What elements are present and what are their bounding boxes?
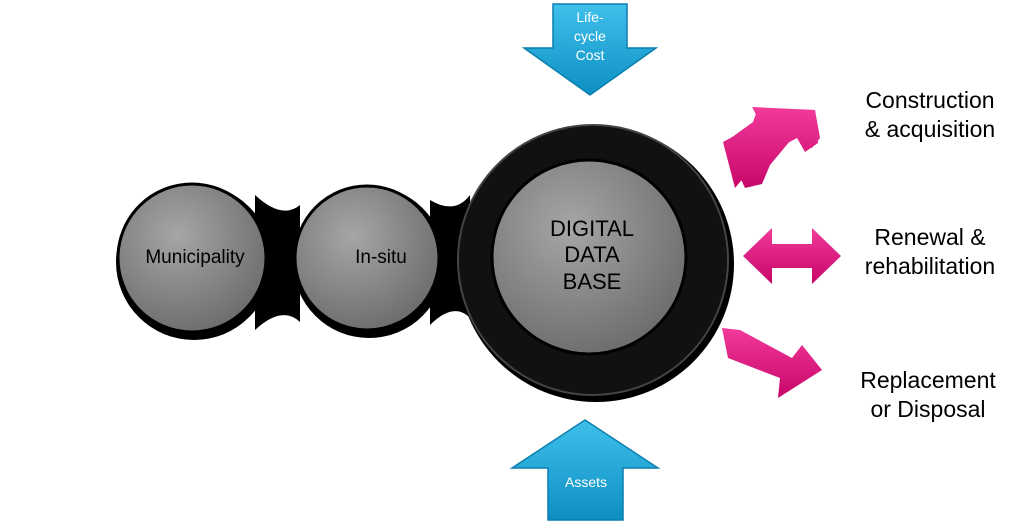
construction-label: Construction & acquisition <box>840 86 1020 144</box>
municipality-node <box>116 182 272 340</box>
renewal-double-arrow <box>743 228 841 284</box>
renewal-label-line-2: rehabilitation <box>864 253 996 279</box>
construction-label-line-2: & acquisition <box>864 116 996 142</box>
construction-arrow <box>723 107 820 188</box>
construction-label-line-1: Construction <box>865 87 995 113</box>
lifecycle-cost-label-line-1: Life- <box>576 9 604 25</box>
database-label-line-1: DIGITAL <box>550 216 634 241</box>
lifecycle-cost-label-line-3: Cost <box>576 47 605 63</box>
replacement-arrow <box>722 328 822 398</box>
database-node <box>457 124 734 402</box>
municipality-label: Municipality <box>145 247 245 268</box>
assets-arrow <box>509 419 661 521</box>
assets-label: Assets <box>565 474 607 490</box>
lifecycle-cost-arrow <box>521 3 659 96</box>
in-situ-label: In-situ <box>355 247 407 268</box>
connector-municipality-insitu <box>255 195 300 330</box>
database-label-line-2: DATA <box>564 242 620 267</box>
replacement-label-line-1: Replacement <box>860 367 996 393</box>
lifecycle-cost-label-line-2: cycle <box>574 28 606 44</box>
replacement-label-line-2: or Disposal <box>870 396 986 422</box>
replacement-label: Replacement or Disposal <box>838 366 1018 424</box>
renewal-label-line-1: Renewal & <box>874 224 986 250</box>
renewal-label: Renewal & rehabilitation <box>840 223 1020 281</box>
in-situ-node <box>293 184 445 338</box>
database-label-line-3: BASE <box>563 269 622 294</box>
